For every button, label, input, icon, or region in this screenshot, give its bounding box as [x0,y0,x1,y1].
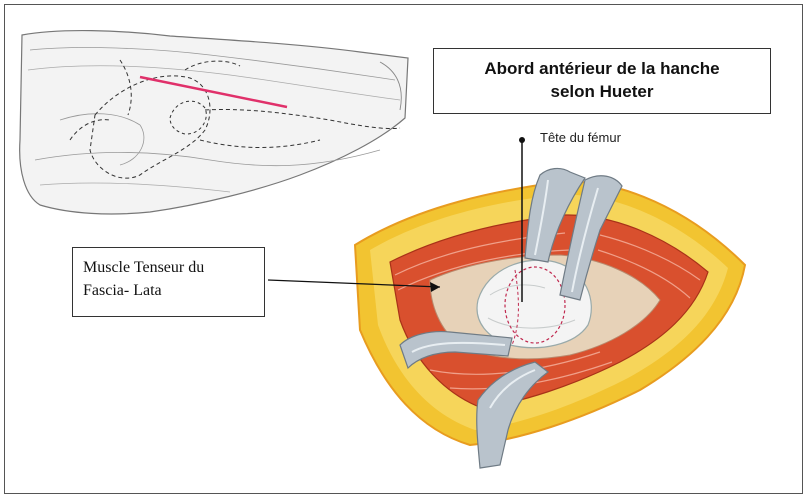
muscle-label-box: Muscle Tenseur du Fascia- Lata [72,247,265,317]
muscle-label-line-2: Fascia- Lata [83,279,254,302]
title-line-1: Abord antérieur de la hanche [484,58,719,81]
title-box: Abord antérieur de la hanche selon Huete… [433,48,771,114]
femur-head-label: Tête du fémur [540,130,621,145]
title-line-2: selon Hueter [551,81,654,104]
muscle-label-line-1: Muscle Tenseur du [83,256,254,279]
hip-sketch [20,31,408,214]
surgical-site [355,168,745,468]
femur-pointer-dot [519,137,525,143]
